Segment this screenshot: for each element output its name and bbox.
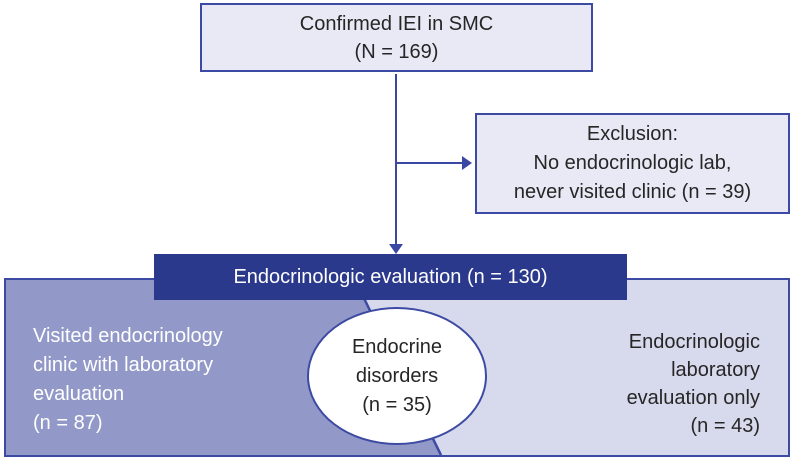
node-endocrine-disorders: Endocrine disorders (n = 35) xyxy=(307,307,487,445)
node-lab-only-line2: laboratory xyxy=(671,359,760,381)
down-arrowhead-icon xyxy=(389,244,403,254)
node-exclusion: Exclusion: No endocrinologic lab, never … xyxy=(475,113,790,214)
node-clinic-with-lab-line2: clinic with laboratory xyxy=(33,354,214,376)
node-lab-only-line3: evaluation only xyxy=(626,387,760,409)
node-clinic-with-lab-count: (n = 87) xyxy=(33,412,103,434)
node-lab-only-count: (n = 43) xyxy=(690,415,760,437)
node-clinic-with-lab-line3: evaluation xyxy=(33,383,125,405)
node-confirmed-iei-line1: Confirmed IEI in SMC xyxy=(299,12,494,35)
node-clinic-with-lab: Visited endocrinology clinic with labora… xyxy=(33,322,223,438)
node-exclusion-line3: never visited clinic (n = 39) xyxy=(513,181,752,203)
node-endocrinologic-evaluation-label: Endocrinologic evaluation (n = 130) xyxy=(233,265,548,288)
node-endocrine-disorders-line2: disorders xyxy=(355,364,439,387)
node-endocrine-disorders-line1: Endocrine xyxy=(351,335,443,358)
node-endocrine-disorders-count: (n = 35) xyxy=(362,393,432,416)
node-confirmed-iei: Confirmed IEI in SMC (N = 169) xyxy=(200,3,593,72)
node-exclusion-line2: No endocrinologic lab, xyxy=(533,152,732,174)
node-confirmed-iei-count: (N = 169) xyxy=(354,40,439,63)
node-endocrinologic-evaluation: Endocrinologic evaluation (n = 130) xyxy=(154,254,627,300)
node-clinic-with-lab-line1: Visited endocrinology xyxy=(33,325,223,347)
node-lab-only-line1: Endocrinologic xyxy=(628,331,760,353)
node-lab-only: Endocrinologic laboratory evaluation onl… xyxy=(627,328,760,440)
right-arrowhead-icon xyxy=(462,156,472,170)
node-exclusion-line1: Exclusion: xyxy=(586,123,679,145)
